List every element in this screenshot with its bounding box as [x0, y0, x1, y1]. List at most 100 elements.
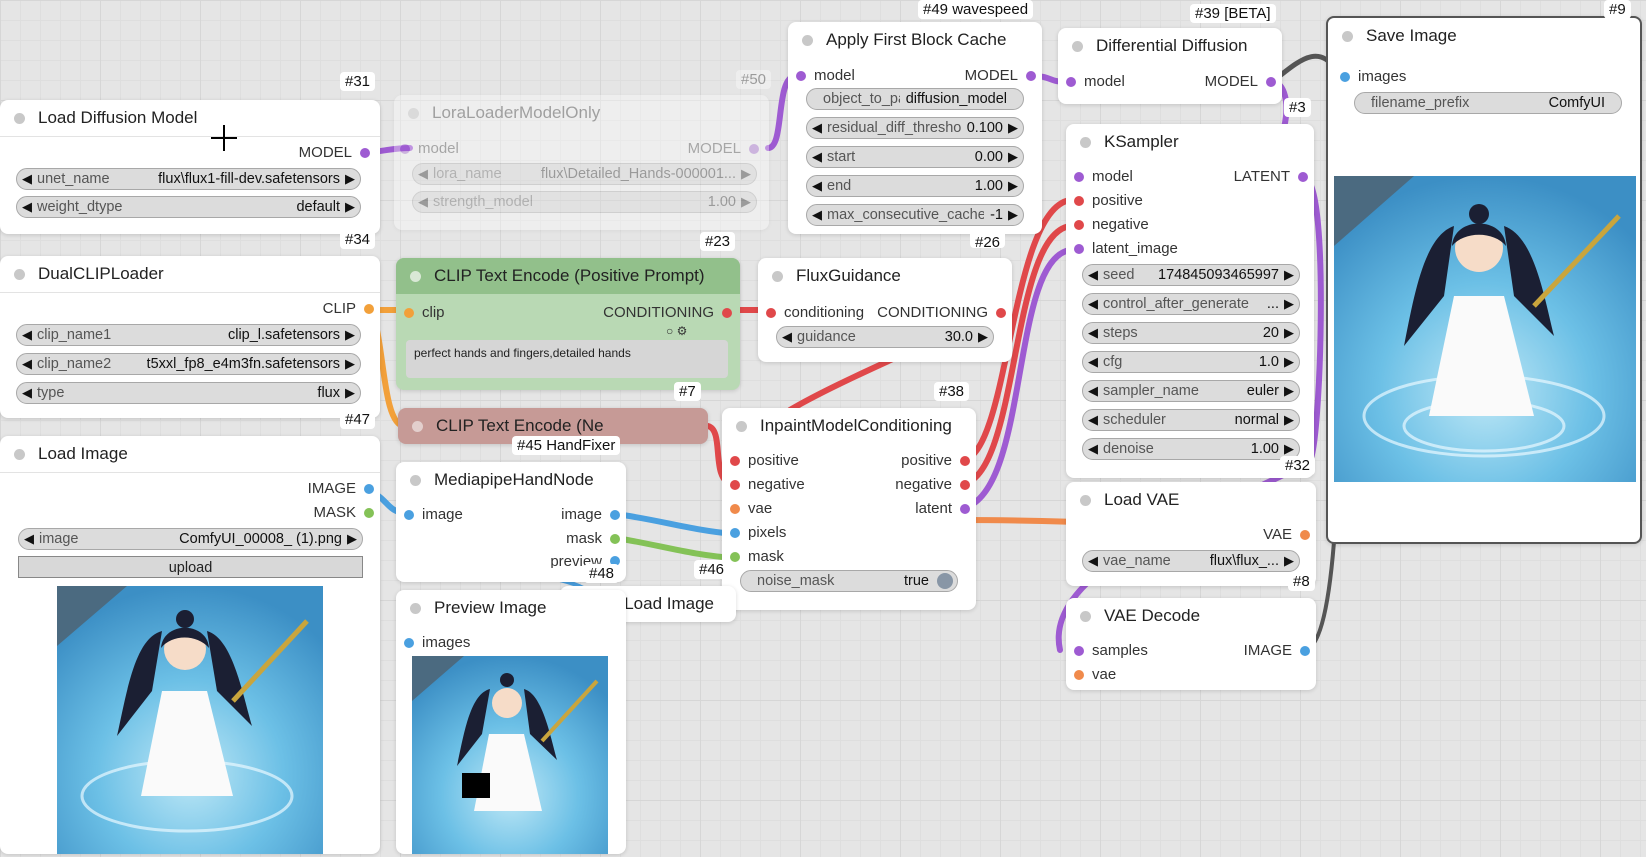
input-samples[interactable]: samples	[1074, 642, 1148, 659]
port-dot[interactable]	[1066, 76, 1076, 87]
arrow-left-icon[interactable]: ◀	[1088, 441, 1098, 456]
collapse-dot[interactable]	[1072, 40, 1083, 52]
port-dot[interactable]	[610, 533, 620, 544]
output-model[interactable]: MODEL	[688, 140, 759, 157]
settings-gear-icon[interactable]: ○ ⚙	[666, 324, 688, 338]
collapse-dot[interactable]	[1080, 610, 1091, 622]
port-dot[interactable]	[1074, 219, 1084, 230]
input-image[interactable]: image	[404, 506, 463, 523]
output-mask[interactable]: MASK	[313, 504, 374, 521]
node-apply-first-block-cache[interactable]: Apply First Block Cache model MODEL obje…	[788, 22, 1042, 234]
input-vae[interactable]: vae	[1074, 666, 1116, 683]
port-dot[interactable]	[730, 479, 740, 490]
arrow-right-icon[interactable]: ▶	[1284, 383, 1294, 398]
arrow-right-icon[interactable]: ▶	[1284, 325, 1294, 340]
node-differential-diffusion[interactable]: Differential Diffusion model MODEL	[1058, 28, 1282, 104]
node-vae-decode[interactable]: VAE Decode samples vae IMAGE	[1066, 598, 1316, 690]
input-negative[interactable]: negative	[730, 476, 805, 493]
output-negative[interactable]: negative	[895, 476, 970, 493]
collapse-dot[interactable]	[410, 270, 421, 282]
arrow-left-icon[interactable]: ◀	[1088, 383, 1098, 398]
port-dot[interactable]	[364, 507, 374, 518]
arrow-right-icon[interactable]: ▶	[1284, 553, 1294, 568]
collapse-dot[interactable]	[410, 474, 421, 486]
port-dot[interactable]	[1300, 645, 1310, 656]
widget-control-after-generate[interactable]: ◀control_after_generate...▶	[1082, 293, 1300, 315]
output-conditioning[interactable]: CONDITIONING	[603, 304, 732, 321]
output-model[interactable]: MODEL	[965, 67, 1036, 84]
widget-max-consecutive-cache-hits[interactable]: ◀max_consecutive_cache_hits-1▶	[806, 204, 1024, 226]
port-dot[interactable]	[364, 303, 374, 314]
input-model[interactable]: model	[796, 67, 855, 84]
port-dot[interactable]	[749, 143, 759, 154]
node-lora-loader[interactable]: LoraLoaderModelOnly model MODEL ◀lora_na…	[394, 95, 769, 230]
port-dot[interactable]	[404, 509, 414, 520]
port-dot[interactable]	[404, 637, 414, 648]
collapse-dot[interactable]	[1342, 30, 1353, 42]
node-flux-guidance[interactable]: FluxGuidance conditioning CONDITIONING ◀…	[758, 258, 1012, 362]
output-image[interactable]: IMAGE	[308, 480, 374, 497]
port-dot[interactable]	[364, 483, 374, 494]
arrow-left-icon[interactable]: ◀	[1088, 267, 1098, 282]
input-latent-image[interactable]: latent_image	[1074, 240, 1178, 257]
input-conditioning[interactable]: conditioning	[766, 304, 864, 321]
collapse-dot[interactable]	[772, 270, 783, 282]
arrow-left-icon[interactable]: ◀	[1088, 354, 1098, 369]
upload-button[interactable]: upload	[18, 556, 363, 578]
arrow-left-icon[interactable]: ◀	[812, 207, 822, 222]
port-dot[interactable]	[960, 455, 970, 466]
port-dot[interactable]	[796, 70, 806, 81]
input-positive[interactable]: positive	[1074, 192, 1143, 209]
arrow-right-icon[interactable]: ▶	[1284, 441, 1294, 456]
output-image[interactable]: IMAGE	[1244, 642, 1310, 659]
collapse-dot[interactable]	[1080, 136, 1091, 148]
collapse-dot[interactable]	[1080, 494, 1091, 506]
arrow-left-icon[interactable]: ◀	[1088, 412, 1098, 427]
arrow-right-icon[interactable]: ▶	[345, 385, 355, 400]
widget-object-to-patch[interactable]: object_to_patchdiffusion_model	[806, 88, 1024, 110]
input-images[interactable]: images	[404, 634, 470, 651]
output-clip[interactable]: CLIP	[323, 300, 374, 317]
arrow-right-icon[interactable]: ▶	[1284, 354, 1294, 369]
arrow-left-icon[interactable]: ◀	[812, 149, 822, 164]
input-model[interactable]: model	[1074, 168, 1133, 185]
arrow-left-icon[interactable]: ◀	[22, 171, 32, 186]
arrow-left-icon[interactable]: ◀	[22, 356, 32, 371]
arrow-left-icon[interactable]: ◀	[812, 120, 822, 135]
port-dot[interactable]	[960, 479, 970, 490]
arrow-right-icon[interactable]: ▶	[345, 171, 355, 186]
collapse-dot[interactable]	[410, 602, 421, 614]
input-positive[interactable]: positive	[730, 452, 799, 469]
port-dot[interactable]	[1074, 645, 1084, 656]
port-dot[interactable]	[1074, 669, 1084, 680]
arrow-left-icon[interactable]: ◀	[22, 327, 32, 342]
arrow-right-icon[interactable]: ▶	[1284, 412, 1294, 427]
port-dot[interactable]	[360, 147, 370, 158]
port-dot[interactable]	[610, 509, 620, 520]
input-model[interactable]: model	[1066, 73, 1125, 90]
output-model[interactable]: MODEL	[1205, 73, 1276, 90]
output-latent[interactable]: latent	[915, 500, 970, 517]
node-ksampler[interactable]: KSampler model LATENT positive negative …	[1066, 124, 1314, 478]
port-dot[interactable]	[722, 307, 732, 318]
arrow-left-icon[interactable]: ◀	[1088, 296, 1098, 311]
port-dot[interactable]	[1074, 243, 1084, 254]
toggle-switch-icon[interactable]	[937, 573, 953, 589]
